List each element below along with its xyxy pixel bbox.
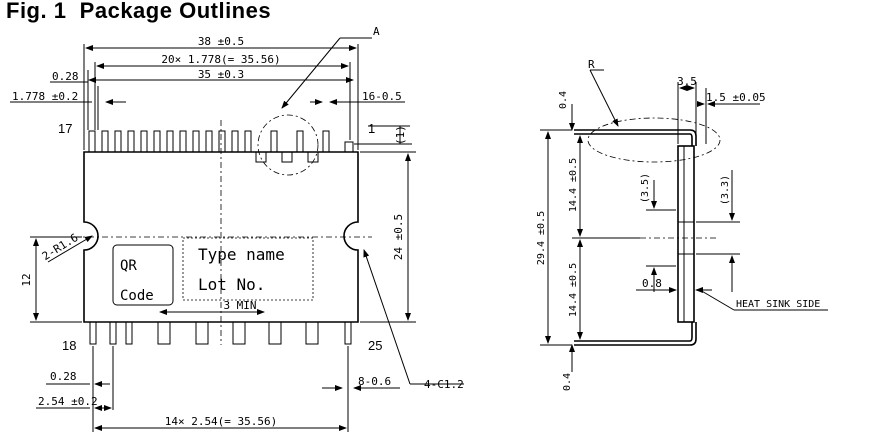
dim-radius: 2-R1.6 xyxy=(40,231,81,263)
dim-16-pins: 16-0.5 xyxy=(362,90,402,103)
dim-side-35-paren: (3.5) xyxy=(640,173,651,203)
dim-top-pitch-total: 20× 1.778(= 35.56) xyxy=(161,53,280,66)
dim-side-144-bottom: 14.4 ±0.5 xyxy=(568,263,579,317)
type-name-text: Type name xyxy=(198,245,285,264)
dim-1: (1) xyxy=(394,125,407,145)
bottom-pins xyxy=(89,321,352,345)
detail-r-label: R xyxy=(588,58,595,71)
detail-r-ellipse xyxy=(587,117,721,163)
dim-3-min: 3 MIN xyxy=(223,299,256,312)
dim-side-35: 3.5 xyxy=(677,75,697,88)
lot-no-text: Lot No. xyxy=(198,275,265,294)
side-body xyxy=(677,145,695,323)
dim-side-144-top: 14.4 ±0.5 xyxy=(568,158,579,212)
dim-body-width: 35 ±0.3 xyxy=(198,68,244,81)
detail-a-circle xyxy=(257,114,319,176)
dim-height-12: 12 xyxy=(20,273,33,286)
figure-title: Fig. 1 Package Outlines xyxy=(6,0,272,23)
dim-chamfer: 4-C1.2 xyxy=(424,378,464,391)
pin-17-label: 17 xyxy=(58,121,72,136)
dim-side-294: 29.4 ±0.5 xyxy=(536,211,547,265)
marking-area xyxy=(182,237,314,301)
pin-25-label: 25 xyxy=(368,338,382,353)
dim-1778: 1.778 ±0.2 xyxy=(12,90,78,103)
qr-label: QR xyxy=(120,258,137,274)
dim-side-08: 0.8 xyxy=(642,277,662,290)
dim-254: 2.54 ±0.2 xyxy=(38,395,98,408)
pin-18-label: 18 xyxy=(62,338,76,353)
dim-side-33-paren: (3.3) xyxy=(720,175,731,205)
heat-sink-side-label: HEAT SINK SIDE xyxy=(736,299,820,310)
code-label: Code xyxy=(120,288,154,304)
dim-bottom-pitch-total: 14× 2.54(= 35.56) xyxy=(165,415,278,428)
pin-1-label: 1 xyxy=(368,121,375,136)
dim-8-pins: 8-0.6 xyxy=(358,375,391,388)
side-bottom-lead xyxy=(574,322,697,346)
package-body-outline xyxy=(83,151,359,323)
dim-height-24: 24 ±0.5 xyxy=(392,214,405,260)
dim-side-04-bottom: 0.4 xyxy=(562,373,573,391)
top-pins xyxy=(88,130,354,153)
dim-028-top: 0.28 xyxy=(52,70,79,83)
dim-028-bottom: 0.28 xyxy=(50,370,77,383)
dim-side-04-top: 0.4 xyxy=(558,91,569,109)
dim-overall-width: 38 ±0.5 xyxy=(198,35,244,48)
qr-code-box xyxy=(112,244,174,306)
dim-side-15: 1.5 ±0.05 xyxy=(706,91,766,104)
detail-a-label: A xyxy=(373,25,380,38)
